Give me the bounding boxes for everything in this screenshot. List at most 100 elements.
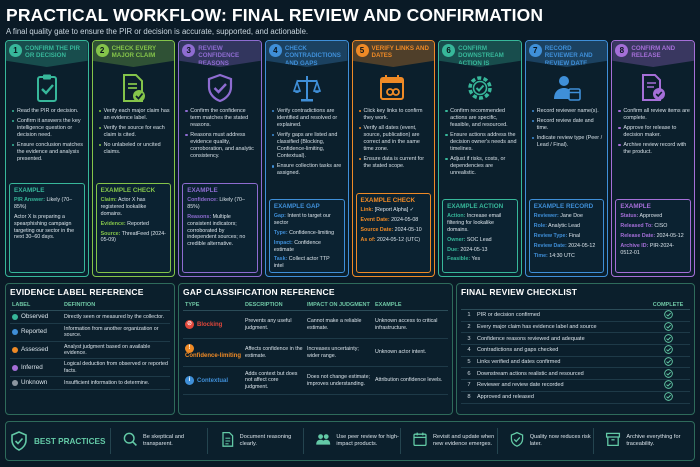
example-value: CISO	[652, 222, 668, 229]
example-value: Confidence estimate	[273, 239, 321, 253]
example-key: Source:	[100, 230, 121, 237]
step-checklist: Confirm recommended actions are specific…	[439, 106, 521, 177]
gap-type: Contextual	[197, 377, 229, 384]
best-practice-item: Use peer review for high-impact products…	[303, 428, 400, 454]
example-line: Review Date: 2024-05-12	[534, 243, 600, 250]
example-value: Collect actor TTP intel	[273, 256, 330, 270]
magnifier-icon	[122, 431, 138, 450]
step-bullet: Reasons must address evidence quality, c…	[185, 132, 257, 160]
step-bullet: Adjust if risks, costs, or dependencies …	[445, 156, 517, 177]
example-value: SOC Lead	[465, 236, 492, 243]
example-title: EXAMPLE CHECK	[360, 197, 416, 204]
checklist-item: 2 Every major claim has evidence label an…	[461, 322, 690, 334]
step-checklist: Verify contradictions are identified and…	[266, 106, 348, 177]
example-value: 2024-05-12 (UTC)	[375, 236, 420, 243]
gap-type-icon: i	[185, 375, 194, 385]
step-bullet: Record review date and time.	[531, 118, 604, 132]
step-header: 2Check every major claim	[92, 41, 175, 67]
gap-type-icon: ⊘	[185, 319, 194, 329]
example-key: Claim:	[100, 197, 117, 203]
checklist-complete-cell	[646, 306, 690, 324]
step-bullet: Ensure conclusion matches the evidence a…	[12, 142, 84, 163]
gap-impact: Increases uncertainty; wider range.	[305, 338, 373, 367]
example-title: EXAMPLE GAP	[273, 203, 320, 210]
step-checklist: Click key links to confirm they work.Ver…	[353, 106, 435, 170]
evidence-dot-icon	[12, 346, 18, 353]
gap-col-header: DESCRIPTION	[243, 300, 305, 311]
step-title: Check contradictions and gaps	[284, 45, 341, 67]
step-title: Verify links and dates	[371, 45, 429, 60]
example-line: Type: Confidence-limiting	[274, 230, 340, 237]
gap-type-icon: !	[185, 344, 194, 354]
best-practice-item: Quality now reduces risk later.	[496, 428, 594, 454]
step-header: 4Check contradictions and gaps	[265, 41, 348, 67]
step-bullet: Click key links to confirm they work.	[358, 108, 431, 122]
example-line: Released To: CISO	[620, 223, 686, 230]
example-line: Evidence: Reported	[101, 221, 167, 228]
example-value: Likely (70–85%)	[14, 197, 73, 210]
checklist-text: Every major claim has evidence label and…	[477, 324, 597, 331]
evidence-label-cell: Observed	[10, 310, 62, 324]
best-practice-text: Be skeptical and transparent.	[143, 433, 185, 447]
step-header: 7Record reviewer and review date	[525, 41, 608, 67]
checklist-text: Downstream actions realistic and resourc…	[477, 370, 584, 377]
workflow-step: 7Record reviewer and review dateRecord r…	[524, 40, 609, 277]
example-value: Reported	[125, 220, 149, 227]
example-key: Evidence:	[100, 220, 126, 227]
example-value: Increase email filtering for lookalike d…	[447, 213, 502, 233]
best-practice-text: Archive everything for traceability.	[626, 433, 681, 447]
example-key: Time:	[533, 252, 548, 259]
checklist-complete-cell	[646, 388, 690, 406]
archive-icon	[605, 431, 621, 450]
example-key: Review Date:	[533, 242, 567, 249]
evidence-label-cell: Assessed	[10, 341, 62, 360]
example-key: Feasible:	[447, 256, 471, 263]
example-title: EXAMPLE RECORD	[533, 203, 594, 210]
example-line: Claim: Actor X has registered lookalike …	[101, 197, 167, 218]
checklist-text: PIR or decision confirmed	[477, 312, 540, 319]
example-title: EXAMPLE	[14, 187, 45, 194]
example-line: Feasible: Yes	[447, 256, 513, 263]
checklist-number: 2	[467, 324, 471, 331]
evidence-definition: Insufficient information to determine.	[62, 376, 170, 391]
gap-col-header: IMPACT ON JUDGMENT	[305, 300, 373, 311]
example-value: Multiple consistent indicators; corrobor…	[187, 213, 246, 248]
checklist-header: COMPLETE	[461, 300, 690, 310]
evidence-col-label: LABEL	[10, 300, 62, 311]
example-value: Jane Doe	[558, 213, 583, 219]
best-practices-title: BEST PRACTICES	[34, 436, 106, 446]
best-practice-text: Use peer review for high-impact products…	[336, 433, 399, 447]
shield-icon	[509, 431, 525, 450]
checklist-number: 7	[467, 382, 471, 389]
checklist-number: 6	[467, 370, 471, 377]
example-line: Source: ThreatFeed (2024-05-09)	[101, 231, 167, 245]
evidence-label-cell: Reported	[10, 323, 62, 342]
example-key: Reasons:	[187, 213, 212, 220]
gap-type-cell: !Confidence-limiting	[183, 338, 243, 367]
evidence-col-definition: DEFINITION	[62, 300, 170, 311]
example-key: Release Date:	[620, 232, 656, 239]
check-circle-icon	[663, 388, 673, 406]
example-value: Approved	[638, 213, 663, 219]
gear-check-icon	[439, 70, 521, 106]
example-key: Status:	[620, 213, 639, 219]
example-key: PIR Answer:	[14, 197, 46, 203]
workflow-step: 8Confirm and releaseConfirm all review i…	[611, 40, 695, 277]
example-value: Actor X is preparing a spearphishing cam…	[14, 213, 75, 241]
step-title: Review confidence reasons	[198, 45, 240, 67]
step-bullet: Indicate review type (Peer / Lead / Fina…	[531, 135, 604, 149]
example-key: Type:	[273, 229, 288, 236]
best-practice-item: Revisit and update when new evidence eme…	[400, 428, 497, 454]
